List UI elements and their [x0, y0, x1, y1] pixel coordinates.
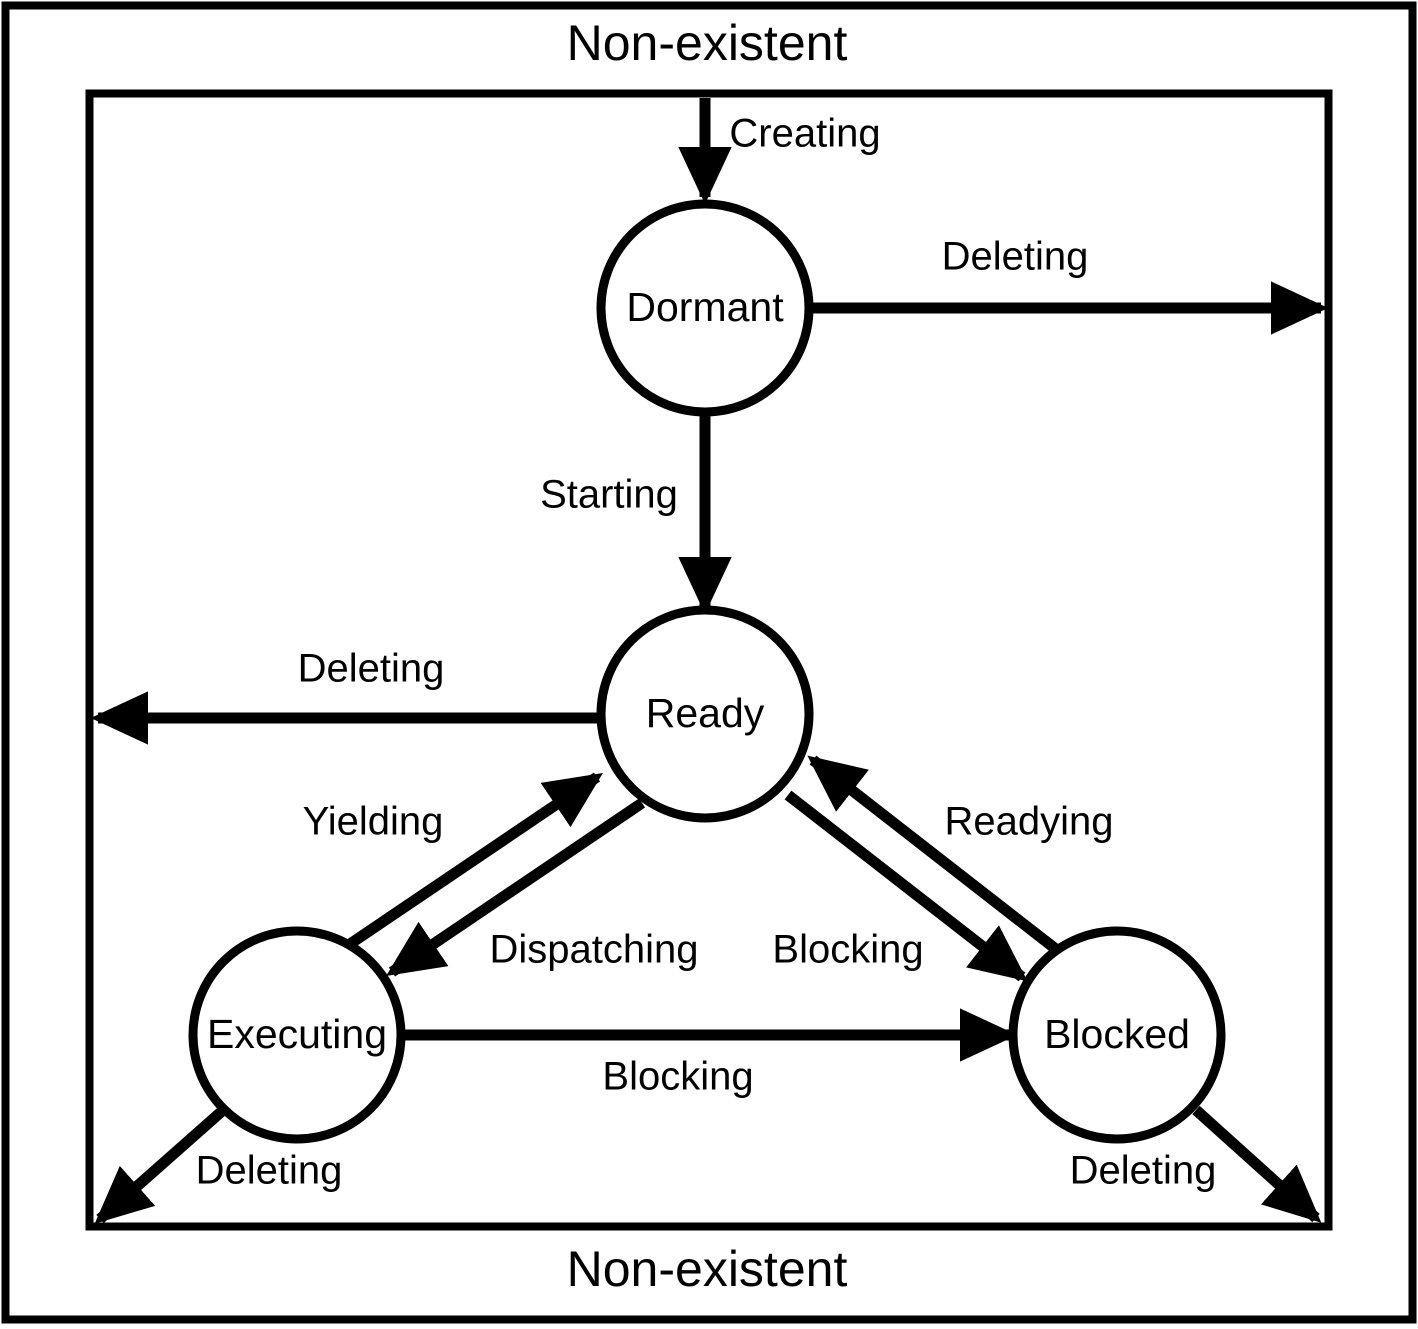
inner-frame	[85, 89, 1333, 1231]
transition-label-deleting-blocked: Deleting	[1070, 1149, 1217, 1193]
state-label-executing: Executing	[207, 1011, 387, 1057]
state-label-dormant: Dormant	[626, 284, 784, 330]
transition-label-creating: Creating	[729, 112, 880, 156]
transition-deleting-blocked-arrow	[1192, 1105, 1322, 1223]
transition-label-blocking-exec: Blocking	[602, 1055, 753, 1099]
state-label-blocked: Blocked	[1044, 1011, 1190, 1057]
state-node-executing[interactable]	[188, 926, 406, 1144]
transition-label-yielding: Yielding	[303, 800, 444, 844]
transition-label-deleting-ready: Deleting	[298, 647, 445, 691]
zone-label-bottom: Non-existent	[567, 1241, 848, 1297]
transition-label-blocking-ready: Blocking	[772, 928, 923, 972]
state-label-ready: Ready	[646, 690, 765, 736]
transition-label-deleting-dormant: Deleting	[942, 235, 1089, 279]
transition-dispatching-arrow	[386, 798, 646, 977]
state-node-ready[interactable]	[596, 605, 814, 823]
transition-yielding-arrow	[343, 772, 603, 951]
state-node-dormant[interactable]	[596, 199, 814, 417]
transition-label-deleting-exec: Deleting	[196, 1149, 343, 1193]
zone-label-top: Non-existent	[567, 15, 848, 71]
transition-label-starting: Starting	[540, 473, 678, 517]
state-node-blocked[interactable]	[1008, 926, 1226, 1144]
transition-blocking-ready-arrow	[784, 790, 1028, 982]
transition-label-dispatching: Dispatching	[489, 928, 698, 972]
transition-label-readying: Readying	[944, 800, 1113, 844]
transition-readying-arrow	[807, 755, 1061, 955]
transition-deleting-exec-arrow	[94, 1107, 225, 1224]
